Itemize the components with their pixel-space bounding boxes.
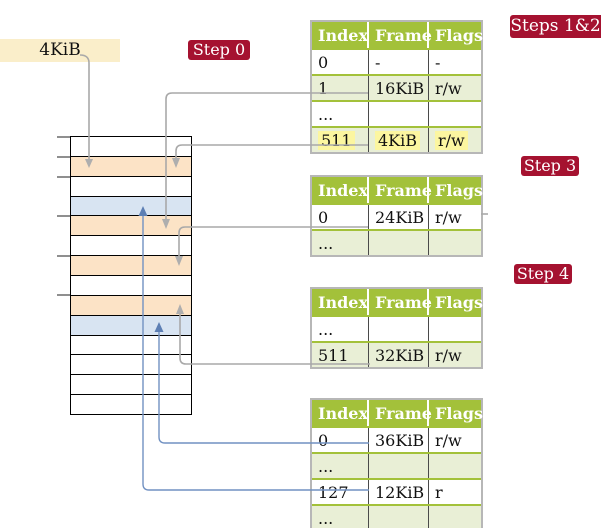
table-header-row: Index Frame Flags: [312, 22, 483, 48]
col-header-index: Index: [312, 22, 369, 48]
col-header-index: Index: [312, 289, 369, 315]
page-table-final: Index Frame Flags 0 36KiB r/w ... 127 12…: [310, 398, 483, 528]
memory-boundary-tick: [57, 156, 70, 158]
page-table-steps-1-2: Index Frame Flags 0 - - 1 16KiB r/w ... …: [310, 20, 483, 154]
memory-boundary-tick: [57, 215, 70, 217]
memory-row-5: [71, 235, 191, 256]
step4-badge: Step 4: [514, 264, 572, 284]
table-row: 1 16KiB r/w: [312, 74, 481, 100]
memory-row-4: [71, 215, 191, 236]
page-table-step-3: Index Frame Flags 0 24KiB r/w ...: [310, 175, 483, 257]
table-row: 511 32KiB r/w: [312, 341, 481, 367]
step3-badge: Step 3: [521, 156, 579, 176]
col-header-frame: Frame: [369, 177, 432, 203]
table-row: ...: [312, 229, 481, 255]
memory-row-7: [71, 275, 191, 295]
col-header-index: Index: [312, 177, 369, 203]
steps12-badge: Steps 1&2: [510, 15, 601, 38]
memory-boundary-tick: [57, 255, 70, 257]
col-header-flags: Flags: [435, 180, 483, 200]
memory-row-0: [71, 137, 191, 156]
physical-memory-column: [70, 136, 192, 415]
table-header-row: Index Frame Flags: [312, 289, 483, 315]
table-row: 0 - -: [312, 48, 481, 74]
col-header-flags: Flags: [435, 403, 483, 423]
memory-row-6: [71, 255, 191, 276]
memory-row-13: [71, 394, 191, 415]
table-row: ...: [312, 315, 481, 341]
table-row: ...: [312, 100, 481, 126]
table-row: 127 12KiB r: [312, 478, 481, 504]
col-header-frame: Frame: [369, 400, 432, 426]
memory-row-3: [71, 195, 191, 216]
col-header-index: Index: [312, 400, 369, 426]
step0-badge: Step 0: [188, 40, 250, 60]
col-header-flags: Flags: [435, 25, 483, 45]
col-header-frame: Frame: [369, 289, 432, 315]
memory-row-11: [71, 354, 191, 375]
table-row: ...: [312, 452, 481, 478]
memory-row-1: [71, 155, 191, 176]
highlighted-value: 511: [318, 130, 355, 150]
memory-boundary-tick: [57, 294, 70, 296]
col-header-frame: Frame: [369, 22, 432, 48]
page-table-step-4: Index Frame Flags ... 511 32KiB r/w: [310, 287, 483, 369]
highlighted-value: 4KiB: [375, 130, 421, 150]
memory-row-10: [71, 334, 191, 355]
table-header-row: Index Frame Flags: [312, 400, 483, 426]
memory-boundary-tick: [57, 176, 70, 178]
table-row-highlighted: 511 4KiB r/w: [312, 126, 481, 152]
memory-row-12: [71, 374, 191, 395]
highlighted-value: r/w: [435, 130, 468, 150]
table-row: 0 36KiB r/w: [312, 426, 481, 452]
memory-row-8: [71, 294, 191, 315]
memory-row-2: [71, 175, 191, 196]
table-header-row: Index Frame Flags: [312, 177, 483, 203]
page-size-label: 4KiB: [0, 39, 120, 62]
memory-row-9: [71, 314, 191, 335]
memory-boundary-tick: [57, 136, 70, 138]
table-row: ...: [312, 504, 481, 528]
table-row: 0 24KiB r/w: [312, 203, 481, 229]
col-header-flags: Flags: [435, 292, 483, 312]
